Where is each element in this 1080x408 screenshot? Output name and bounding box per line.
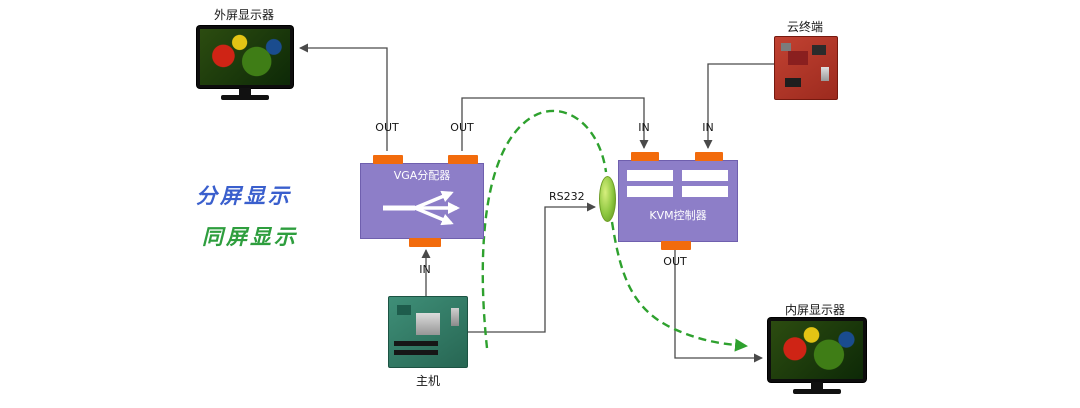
vga-out-left-tab [373, 155, 403, 164]
host-label: 主机 [415, 374, 440, 388]
monitor-base [221, 95, 269, 100]
monitor-base [793, 389, 841, 394]
port-label-kvm-in-left: IN [638, 121, 650, 134]
internal-monitor-graphic [768, 318, 866, 394]
wire-host-rs232-to-kvm [466, 202, 596, 333]
internal-monitor-label: 内屏显示器 [784, 303, 845, 317]
vga-in-tab [409, 238, 441, 247]
monitor-frame [768, 318, 866, 382]
external-monitor-graphic [197, 26, 293, 100]
kvm-slot [682, 186, 728, 197]
cloud-terminal-label: 云终端 [786, 20, 823, 34]
kvm-slot [627, 186, 673, 197]
kvm-in-right-tab [695, 152, 723, 161]
rs232-lens-connector [599, 176, 616, 222]
monitor-neck [239, 88, 251, 95]
kvm-in-left-tab [631, 152, 659, 161]
port-label-vga-out-right: OUT [450, 121, 474, 134]
port-label-kvm-out: OUT [663, 255, 687, 268]
kvm-slot [682, 170, 728, 181]
external-monitor-label: 外屏显示器 [213, 8, 274, 22]
splitter-fanout-icon [383, 190, 460, 226]
legend-split-screen: 分屏显示 [196, 183, 292, 208]
host-board-graphic [388, 296, 468, 368]
monitor-frame [197, 26, 293, 88]
port-label-vga-in: IN [419, 263, 431, 276]
vga-splitter-box: VGA分配器 [360, 155, 484, 247]
monitor-neck [811, 382, 823, 389]
monitor-screen [200, 29, 290, 85]
kvm-controller-box: KVM控制器 [618, 152, 738, 250]
port-label-rs232: RS232 [549, 190, 585, 203]
port-label-vga-out-left: OUT [375, 121, 399, 134]
legend-same-screen: 同屏显示 [202, 224, 298, 249]
wire-vga-to-external-monitor [299, 43, 388, 151]
kvm-out-tab [661, 241, 691, 250]
cloud-terminal-board-graphic [774, 36, 838, 100]
vga-splitter-title: VGA分配器 [393, 169, 451, 182]
dashed-route-up-to-rs232 [481, 109, 608, 349]
kvm-controller-title: KVM控制器 [649, 209, 707, 222]
monitor-screen [771, 321, 863, 379]
wire-cloud-to-kvm [703, 63, 774, 149]
kvm-slot [627, 170, 673, 181]
port-label-kvm-in-right: IN [702, 121, 714, 134]
wire-vga-to-kvm [461, 97, 649, 151]
vga-out-right-tab [448, 155, 478, 164]
